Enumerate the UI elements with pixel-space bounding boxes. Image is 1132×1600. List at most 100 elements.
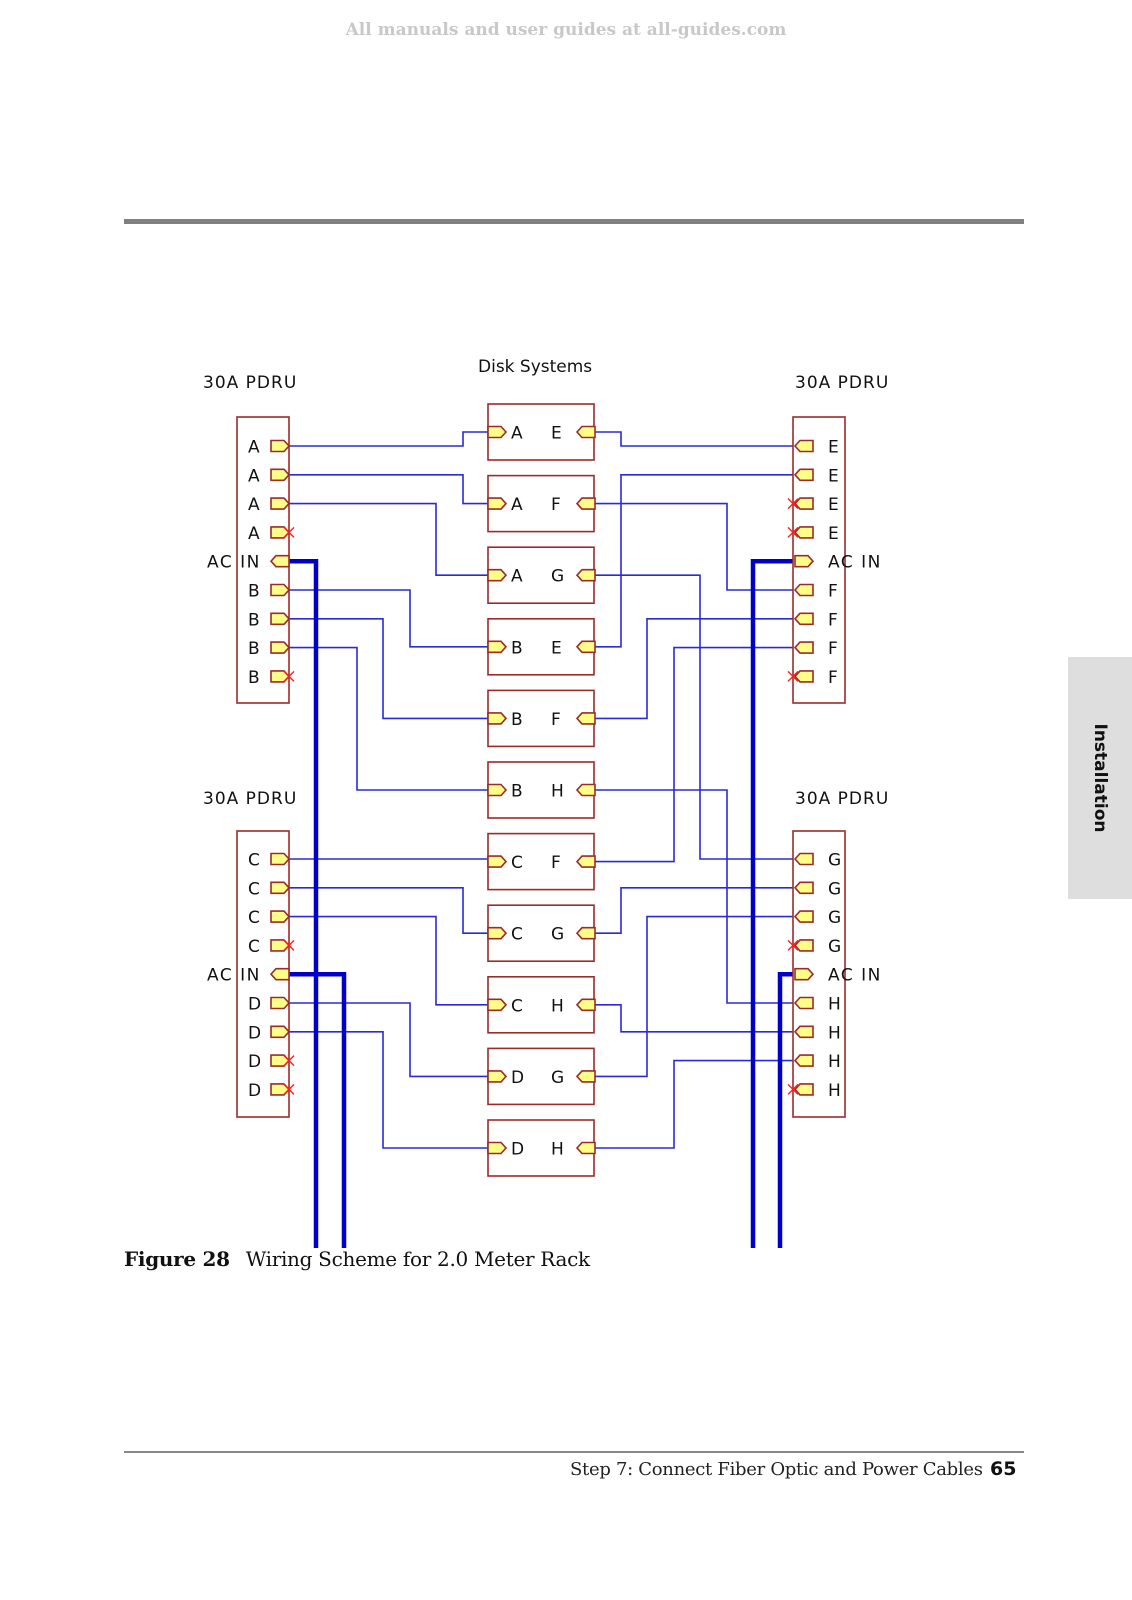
port-label: B (248, 610, 260, 630)
port-label: A (248, 438, 260, 458)
signal-wire (289, 646, 488, 791)
unused-port-mark-icon (787, 526, 799, 538)
figure-number: Figure 28 (124, 1247, 230, 1271)
power-cable (289, 558, 319, 1248)
disk-left-label: C (511, 996, 523, 1016)
signal-wire (289, 1002, 488, 1078)
outlet-port: C (248, 937, 295, 957)
signal-wire (289, 502, 488, 576)
disk-power-connector-icon (575, 926, 596, 940)
outlet-port: C (248, 851, 291, 871)
outlet-connector-icon (270, 1025, 291, 1039)
ac-in-connector-icon (794, 967, 815, 981)
disk-power-connector-icon (487, 712, 508, 725)
outlet-connector-icon (793, 996, 814, 1010)
outlet-port: D (248, 1052, 295, 1072)
signal-wire (594, 502, 793, 591)
port-label: C (248, 879, 260, 899)
disk-left-label: A (511, 424, 523, 444)
outlet-port: G (787, 937, 841, 957)
port-label: AC IN (207, 966, 261, 986)
port-label: G (828, 879, 841, 899)
port-label: D (248, 1023, 261, 1043)
signal-wire (289, 887, 488, 934)
unused-port-mark-icon (787, 939, 799, 951)
disk-power-connector-icon (575, 712, 596, 725)
outlet-connector-icon (270, 526, 291, 539)
outlet-connector-icon (793, 468, 814, 482)
unused-port-mark-icon (787, 670, 799, 682)
outlet-port: F (793, 582, 838, 602)
port-label: H (828, 1023, 841, 1043)
signal-wire (289, 431, 488, 447)
ac-in-port: AC IN (794, 966, 882, 986)
port-label: F (828, 610, 838, 630)
signal-wire (594, 431, 793, 447)
signal-wire (594, 1059, 793, 1149)
disk-left-label: A (511, 567, 523, 587)
disk-power-connector-icon (487, 783, 508, 797)
signal-wire (594, 646, 793, 863)
disk-left-label: C (511, 925, 523, 945)
outlet-port: C (248, 879, 291, 899)
outlet-port: B (248, 639, 291, 659)
port-label: D (248, 995, 261, 1015)
outlet-connector-icon (270, 852, 291, 866)
unused-port-mark-icon (283, 1083, 295, 1095)
port-label: H (828, 995, 841, 1015)
footer-rule (124, 1451, 1024, 1453)
port-label: C (248, 851, 260, 871)
pdru-title: 30A PDRU (795, 373, 889, 393)
outlet-connector-icon (270, 881, 291, 895)
outlet-port: D (248, 1081, 295, 1101)
port-label: F (828, 668, 838, 688)
pdru-title: 30A PDRU (203, 789, 297, 809)
outlet-connector-icon (270, 1054, 291, 1067)
outlet-connector-icon (270, 670, 291, 683)
port-label: C (248, 908, 260, 928)
disk-left-label: D (511, 1068, 524, 1088)
disk-left-label: A (511, 495, 523, 515)
pdru-title: 30A PDRU (203, 373, 297, 393)
outlet-port: F (793, 639, 838, 659)
unused-port-mark-icon (787, 1083, 799, 1095)
disk-right-label: F (551, 495, 561, 515)
disk-power-connector-icon (575, 568, 596, 582)
disk-left-label: C (511, 853, 523, 873)
disk-right-label: G (551, 567, 564, 587)
section-tab[interactable]: Installation (1068, 657, 1132, 899)
port-label: A (248, 524, 260, 544)
disk-right-label: H (551, 782, 564, 802)
ac-in-port: AC IN (207, 966, 290, 986)
disk-power-connector-icon (487, 1141, 508, 1155)
unused-port-mark-icon (283, 670, 295, 682)
port-label: G (828, 851, 841, 871)
outlet-connector-icon (270, 641, 291, 654)
outlet-port: B (248, 610, 291, 630)
outlet-port: H (787, 1081, 841, 1101)
ac-in-port: AC IN (207, 553, 290, 573)
outlet-connector-icon (793, 881, 814, 895)
disk-systems-title: Disk Systems (478, 357, 592, 377)
outlet-port: B (248, 668, 295, 688)
disk-power-connector-icon (487, 998, 508, 1012)
unused-port-mark-icon (283, 1055, 295, 1067)
outlet-connector-icon (270, 497, 291, 510)
port-label: AC IN (828, 553, 882, 573)
signal-wire (289, 1031, 488, 1149)
port-label: D (248, 1052, 261, 1072)
outlet-port: G (793, 879, 841, 899)
port-label: H (828, 1081, 841, 1101)
outlet-port: G (793, 851, 841, 871)
outlet-connector-icon (270, 612, 291, 626)
disk-left-label: B (511, 710, 523, 730)
port-label: E (828, 438, 839, 458)
outlet-port: D (248, 995, 291, 1015)
outlet-connector-icon (793, 852, 814, 866)
port-label: AC IN (828, 966, 882, 986)
